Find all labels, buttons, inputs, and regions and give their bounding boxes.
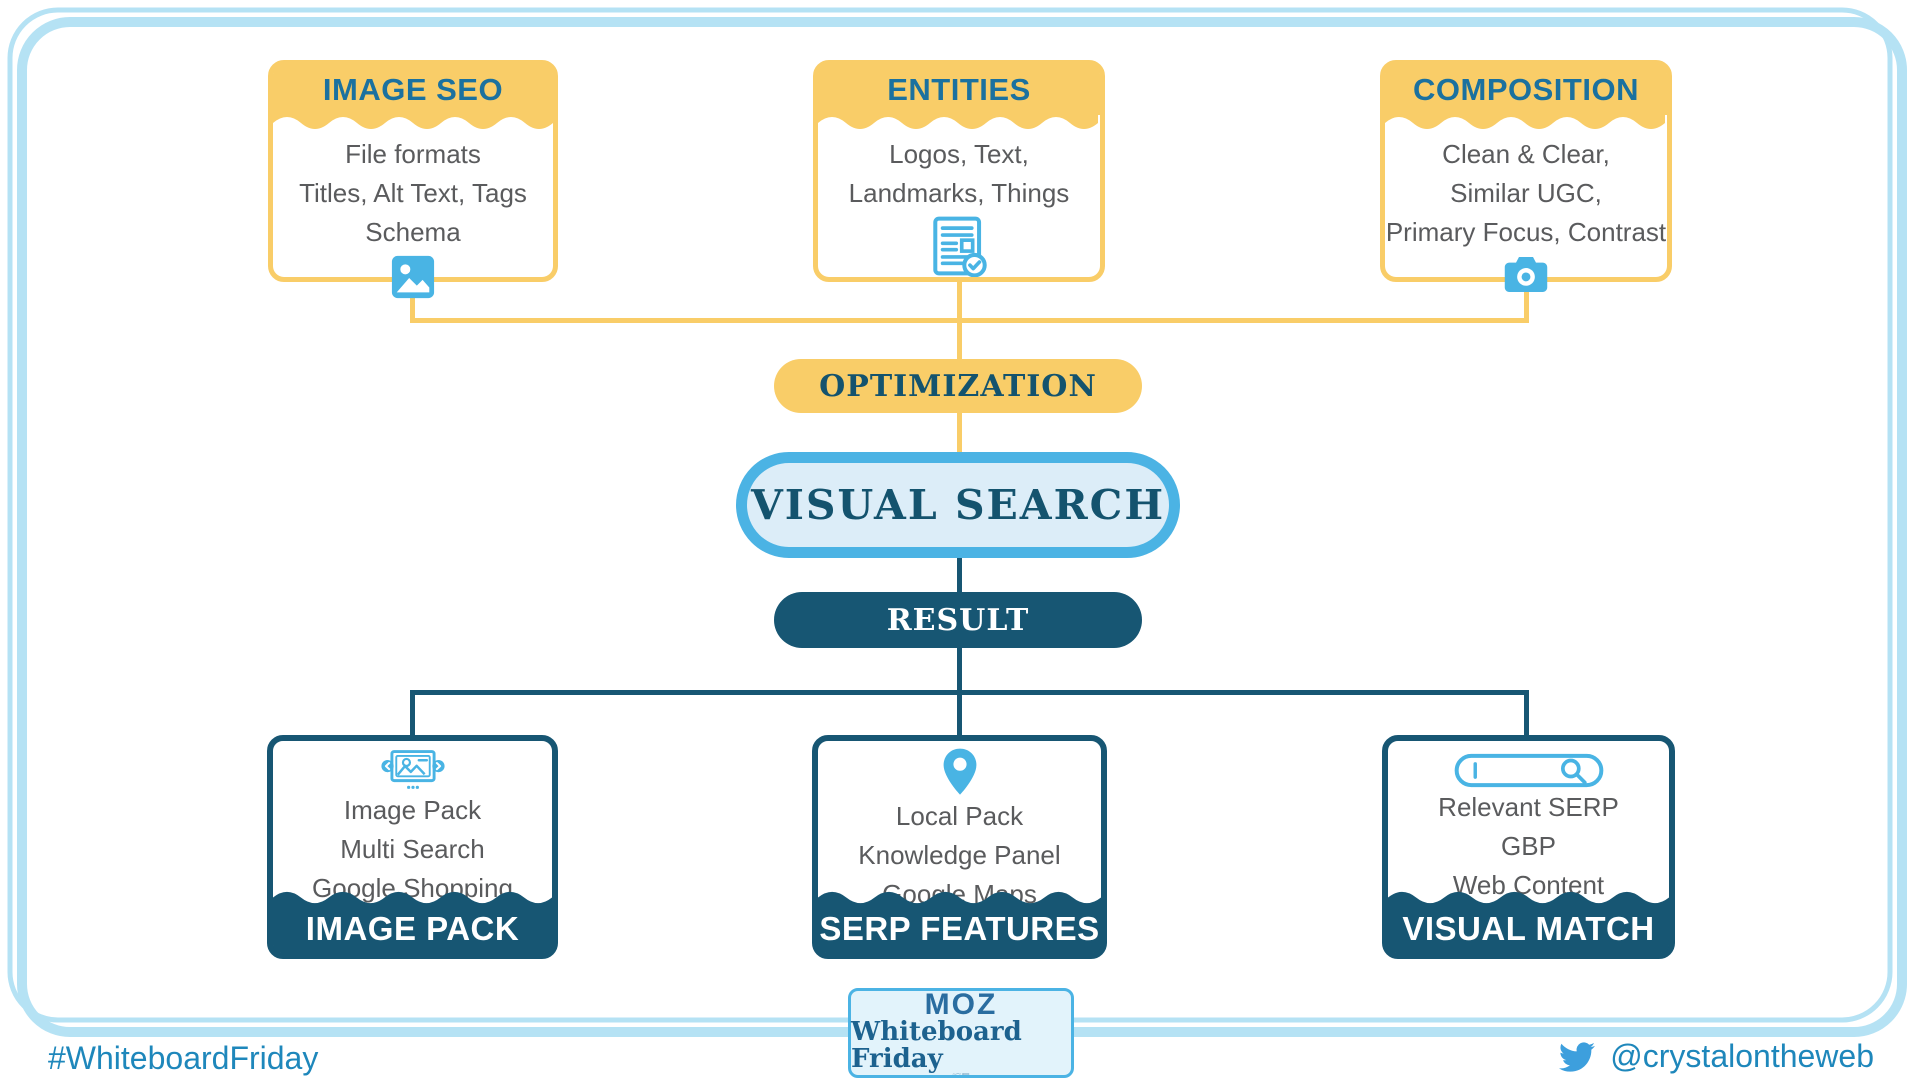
- connector-line: [1524, 692, 1529, 737]
- node-line: Logos, Text,: [889, 139, 1029, 169]
- whiteboard-friday-hashtag: #WhiteboardFriday: [48, 1040, 319, 1076]
- node-line: Knowledge Panel: [858, 840, 1061, 870]
- node-composition: COMPOSITION Clean & Clear, Similar UGC, …: [1380, 60, 1672, 293]
- whiteboard-friday-wordmark: Whiteboard Friday: [851, 1017, 1022, 1074]
- node-line: Similar UGC,: [1450, 178, 1602, 208]
- node-visual-match: Relevant SERP GBP Web Content VISUAL MAT…: [1382, 735, 1675, 959]
- node-line: Titles, Alt Text, Tags: [299, 178, 527, 208]
- node-line: Landmarks, Things: [848, 178, 1070, 208]
- node-line: Schema: [365, 217, 461, 247]
- connector-line: [957, 555, 962, 595]
- node-line: Relevant SERP: [1438, 792, 1619, 822]
- node-header: IMAGE SEO: [273, 65, 553, 115]
- node-result: RESULT: [774, 592, 1142, 648]
- connector-line: [957, 410, 962, 456]
- wave-divider: [273, 891, 552, 905]
- node-title: SERP FEATURES: [819, 910, 1100, 947]
- connector-line: [957, 280, 962, 322]
- image-icon: [391, 255, 435, 299]
- node-line: Primary Focus, Contrast: [1385, 217, 1667, 247]
- connector-line: [410, 692, 415, 737]
- node-footer: SERP FEATURES: [818, 890, 1101, 953]
- node-body: Logos, Text, Landmarks, Things: [818, 135, 1100, 278]
- document-check-icon: [933, 216, 987, 278]
- node-visual-search: VISUAL SEARCH: [736, 452, 1180, 558]
- node-line: Image Pack: [343, 795, 482, 825]
- node-footer: IMAGE PACK: [273, 890, 552, 953]
- twitter-handle: @crystalontheweb: [1556, 1038, 1874, 1075]
- connector-line: [410, 318, 1529, 323]
- map-pin-icon: [943, 748, 976, 795]
- node-title: ENTITIES: [887, 72, 1031, 107]
- wave-divider: [818, 115, 1098, 129]
- moz-whiteboard-friday-logo: MOZ Whiteboard Friday: [848, 988, 1074, 1078]
- node-label: VISUAL SEARCH: [750, 481, 1166, 529]
- node-line: File formats: [345, 139, 481, 169]
- node-image-pack: Image Pack Multi Search Google Shopping …: [267, 735, 558, 959]
- node-line: GBP: [1501, 831, 1556, 861]
- node-line: Clean & Clear,: [1442, 139, 1610, 169]
- node-title: IMAGE PACK: [305, 910, 520, 947]
- node-image-seo: IMAGE SEO File formats Titles, Alt Text,…: [268, 60, 558, 299]
- node-footer: VISUAL MATCH: [1388, 890, 1669, 953]
- connector-line: [410, 280, 415, 322]
- wave-divider: [1385, 115, 1665, 129]
- node-body: Local Pack Knowledge Panel Google Maps: [818, 745, 1101, 914]
- node-header: ENTITIES: [818, 65, 1100, 115]
- node-body: Image Pack Multi Search Google Shopping: [273, 745, 552, 908]
- node-line: Multi Search: [340, 834, 485, 864]
- moz-wordmark: MOZ: [924, 988, 998, 1021]
- twitter-handle-text: @crystalontheweb: [1610, 1038, 1874, 1074]
- node-line: Local Pack: [895, 801, 1024, 831]
- camera-icon: [1504, 256, 1548, 293]
- node-title: COMPOSITION: [1413, 72, 1639, 107]
- node-body: Clean & Clear, Similar UGC, Primary Focu…: [1385, 135, 1667, 293]
- node-title: VISUAL MATCH: [1402, 910, 1655, 947]
- search-bar-icon: [1454, 753, 1603, 788]
- wave-divider: [1388, 891, 1669, 905]
- node-entities: ENTITIES Logos, Text, Landmarks, Things: [813, 60, 1105, 282]
- wave-divider: [818, 891, 1101, 905]
- node-body: Relevant SERP GBP Web Content: [1388, 745, 1669, 905]
- connector-line: [410, 690, 1529, 695]
- node-label: RESULT: [886, 602, 1030, 638]
- connector-line: [957, 320, 962, 362]
- wave-divider: [273, 115, 553, 129]
- node-header: COMPOSITION: [1385, 65, 1667, 115]
- node-optimization: OPTIMIZATION: [774, 359, 1142, 413]
- image-carousel-icon: [380, 750, 445, 789]
- marker-doodle-icon: [952, 1073, 970, 1075]
- node-label: OPTIMIZATION: [819, 368, 1097, 404]
- node-serp-features: Local Pack Knowledge Panel Google Maps S…: [812, 735, 1107, 959]
- node-title: IMAGE SEO: [322, 72, 504, 107]
- twitter-icon: [1559, 1041, 1596, 1072]
- node-body: File formats Titles, Alt Text, Tags Sche…: [273, 135, 553, 299]
- connector-line: [1524, 280, 1529, 322]
